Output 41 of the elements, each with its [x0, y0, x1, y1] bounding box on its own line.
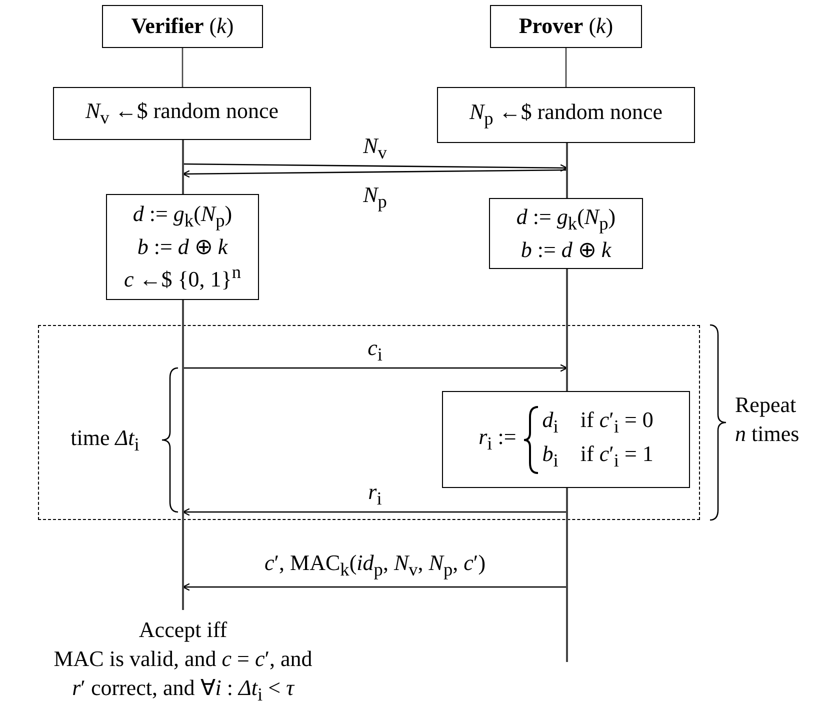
message-label: N$_{p}$ [363, 182, 387, 212]
formula-text: c ←$ {0, 1}$^{n}$ [124, 261, 242, 294]
formula-text: b := d ⊕ k [520, 236, 612, 264]
participant-name: Verifier (k) [131, 12, 234, 40]
formula-text: b := d ⊕ k [137, 232, 228, 261]
process-box [437, 87, 695, 143]
message-label: c′, MAC$_{k}$(id$_{p}$, N$_{v}$, N$_{p}$, c′) [264, 550, 486, 580]
result-text: MAC is valid, and c = c′, and [54, 646, 312, 672]
lifeline [182, 300, 184, 610]
loop-label: Repeat n times [735, 391, 800, 448]
process-box [53, 87, 311, 140]
participant-box [102, 5, 263, 48]
formula-text: d$_{i}$ if c′$_{i}$ = 0 [542, 406, 654, 439]
formula-text: d := g$_{k}$(N$_{p}$) [516, 202, 616, 236]
process-box [489, 198, 643, 269]
lifeline [566, 488, 568, 662]
result-heading: Accept iff [138, 617, 228, 643]
formula-text: b$_{i}$ if c′$_{i}$ = 1 [542, 440, 654, 472]
message-arrow [182, 169, 567, 178]
participant-box [490, 5, 642, 48]
lifeline [566, 143, 568, 198]
formula-text: r$_{i}$ := [478, 422, 516, 456]
message-arrow [183, 364, 568, 372]
lifeline [182, 140, 184, 194]
result-text: r′ correct, and ∀i : Δt$_{i}$ < τ [72, 675, 294, 706]
formula-text: d := g$_{k}$(N$_{p}$) [132, 200, 232, 232]
process-box [442, 391, 690, 488]
lifeline [182, 48, 184, 87]
message-label: N$_{v}$ [363, 133, 387, 164]
brace-label: time Δt$_{i}$ [70, 425, 140, 456]
lifeline [565, 48, 567, 87]
process-box [106, 194, 259, 300]
message-arrow [182, 508, 567, 516]
lifeline [566, 269, 568, 391]
message-arrow [182, 583, 567, 591]
formula-text: N$_{p}$ ←$ random nonce [469, 98, 663, 131]
message-label: c$_{i}$ [368, 335, 382, 366]
participant-name: Prover (k) [518, 12, 614, 40]
formula-text: N$_{v}$ ←$ random nonce [85, 96, 279, 130]
message-arrow [183, 163, 568, 172]
message-label: r$_{i}$ [368, 479, 382, 510]
